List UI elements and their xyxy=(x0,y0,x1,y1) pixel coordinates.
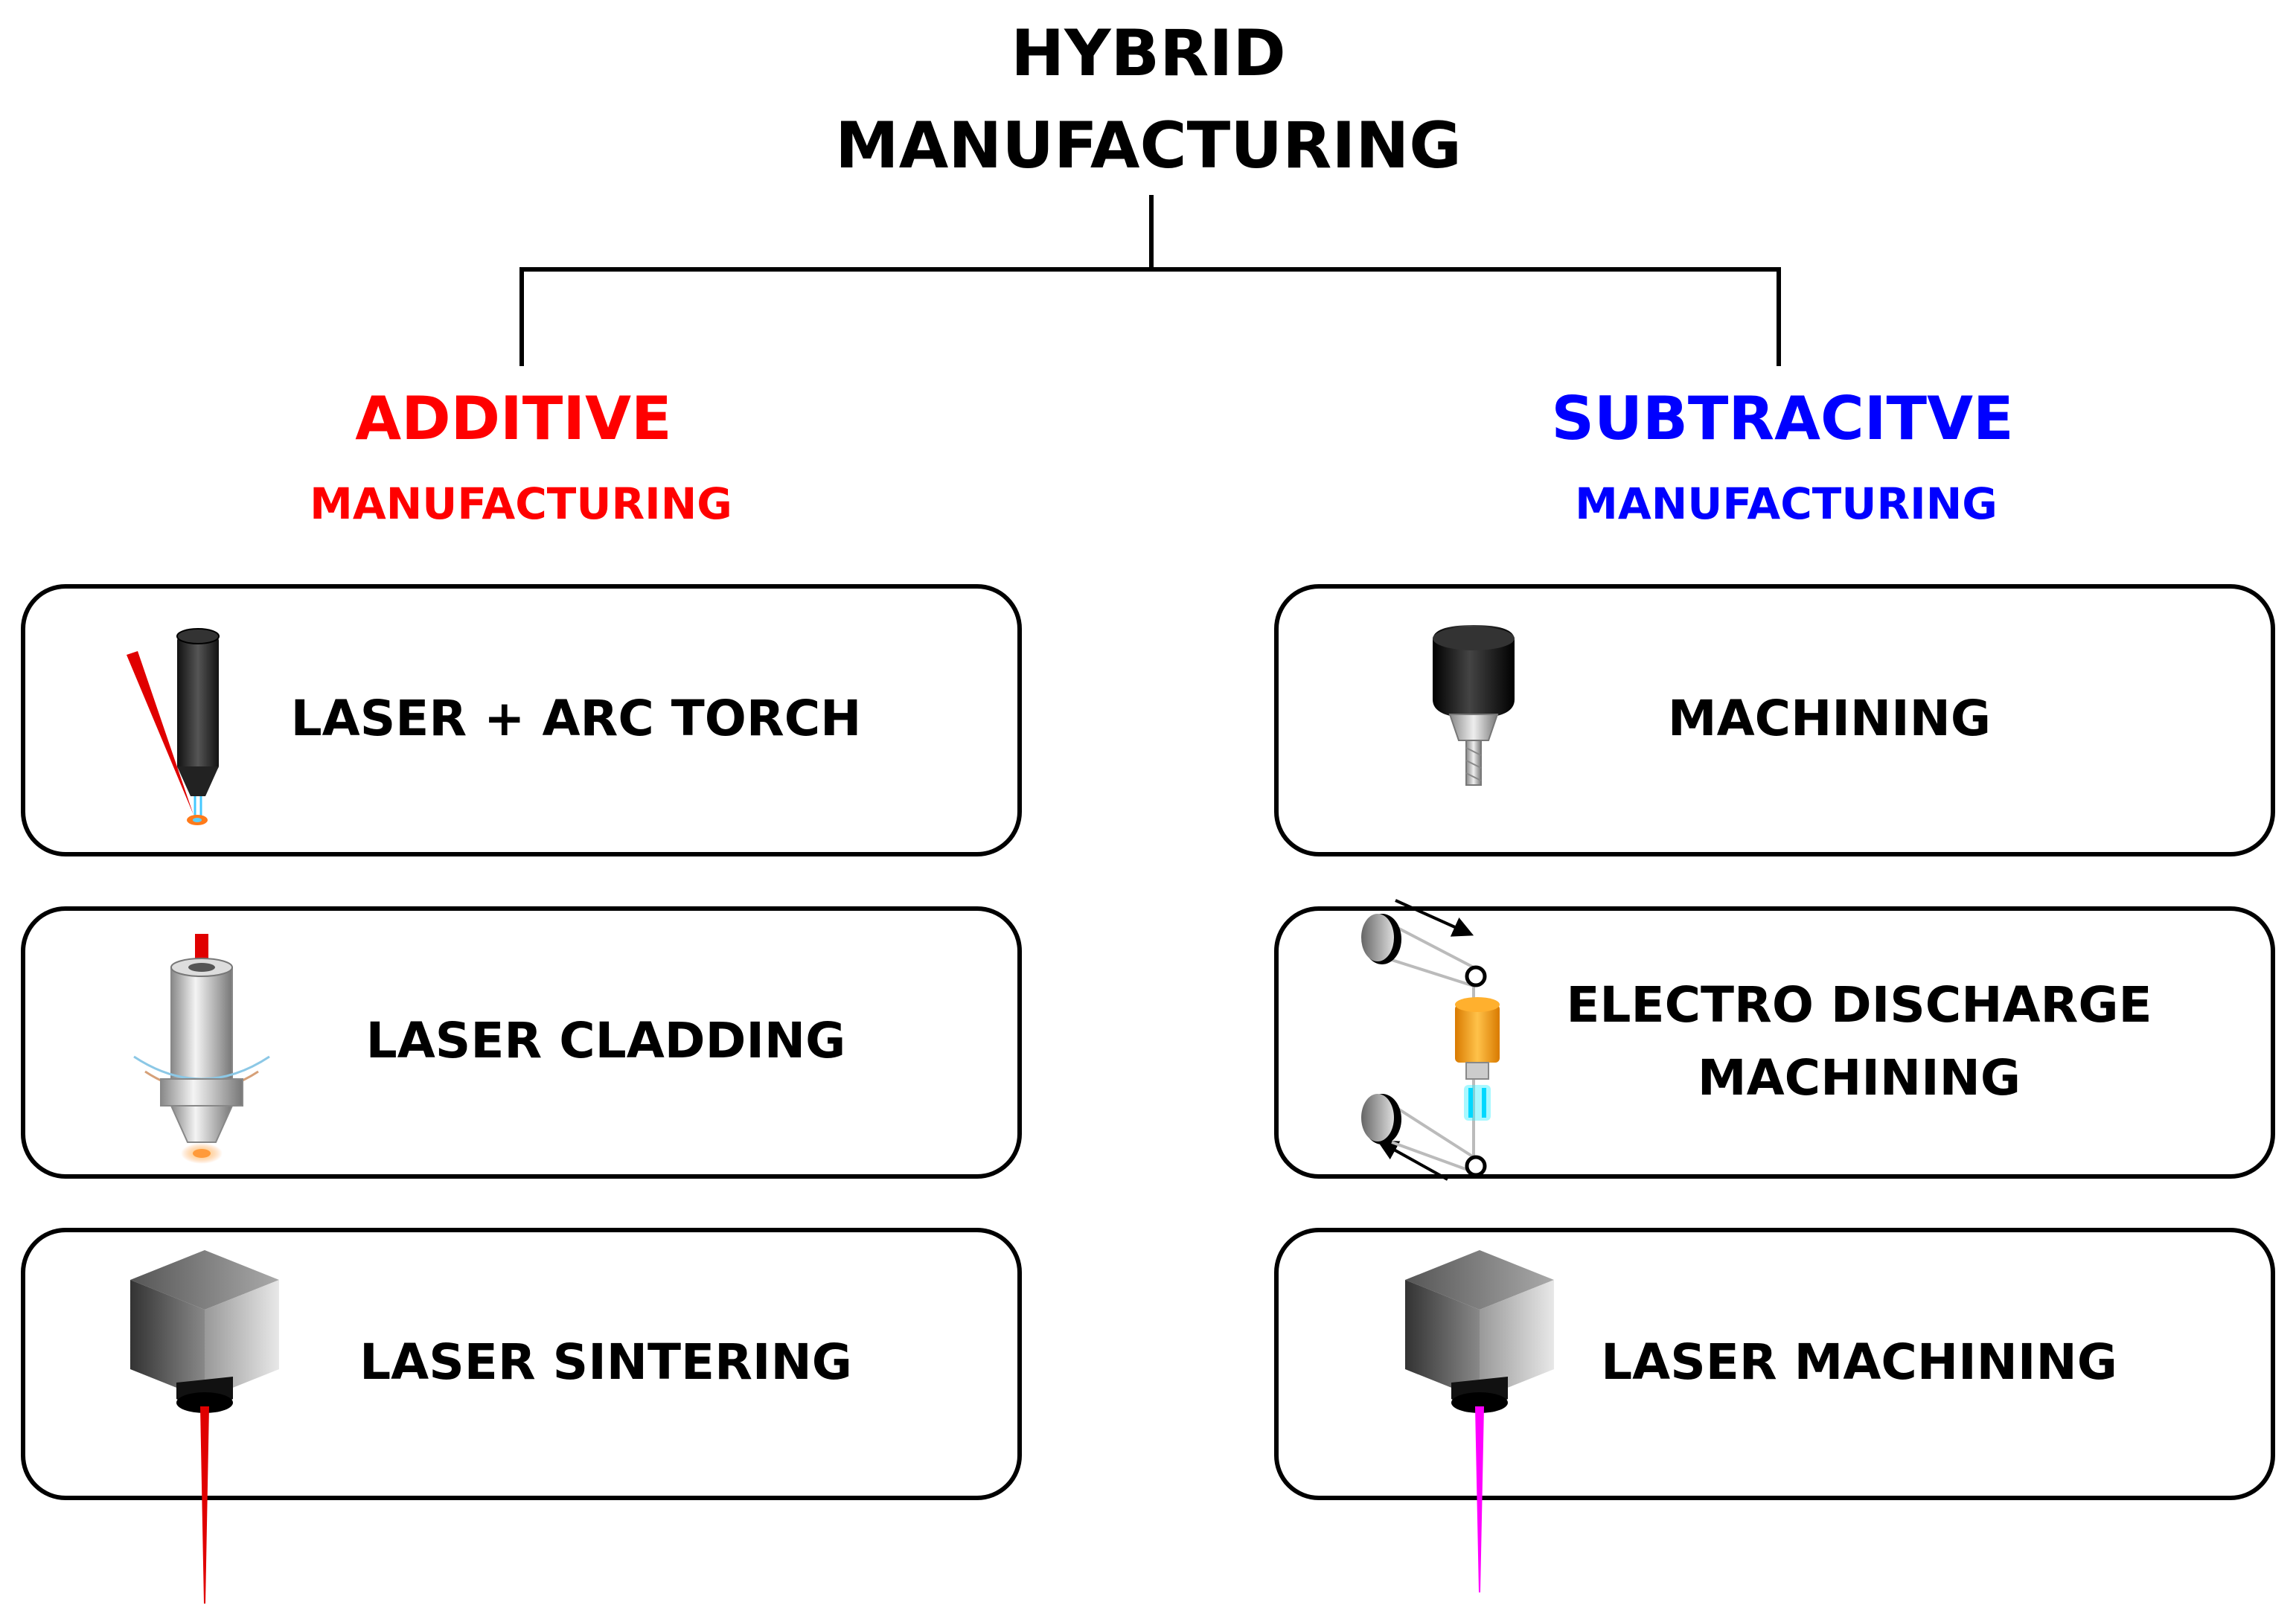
process-label: LASER MACHINING xyxy=(1601,1333,2117,1391)
process-label-line-1: ELECTRO DISCHARGE xyxy=(1566,976,2152,1034)
tree-connector xyxy=(519,195,1781,366)
process-label: LASER + ARC TORCH xyxy=(290,690,862,747)
subtractive-heading: SUBTRACITVE xyxy=(1551,384,2014,453)
laser-arc-torch-icon xyxy=(127,628,220,825)
diagram-title-line-1: HYBRID xyxy=(1011,16,1286,91)
laser-head-red-beam-icon xyxy=(130,1250,279,1604)
process-label-line-2: MACHINING xyxy=(1697,1049,2021,1107)
wire-edm-icon xyxy=(1361,899,1500,1181)
laser-head-magenta-beam-icon xyxy=(1405,1250,1554,1592)
subtractive-subheading: MANUFACTURING xyxy=(1575,478,1998,529)
process-box-laser-machining: LASER MACHINING xyxy=(1274,1228,2275,1500)
diagram-title: HYBRID MANUFACTURING xyxy=(776,7,1520,192)
process-label: MACHINING xyxy=(1667,690,1992,747)
additive-subheading: MANUFACTURING xyxy=(310,478,732,529)
diagram-title-line-2: MANUFACTURING xyxy=(835,109,1462,183)
process-label: LASER SINTERING xyxy=(359,1333,852,1391)
additive-heading: ADDITIVE xyxy=(355,384,672,453)
laser-cladding-nozzle-icon xyxy=(133,934,270,1164)
process-label: LASER CLADDING xyxy=(365,1012,846,1069)
process-box-machining: MACHINING xyxy=(1274,584,2275,856)
milling-spindle-icon xyxy=(1433,625,1515,786)
